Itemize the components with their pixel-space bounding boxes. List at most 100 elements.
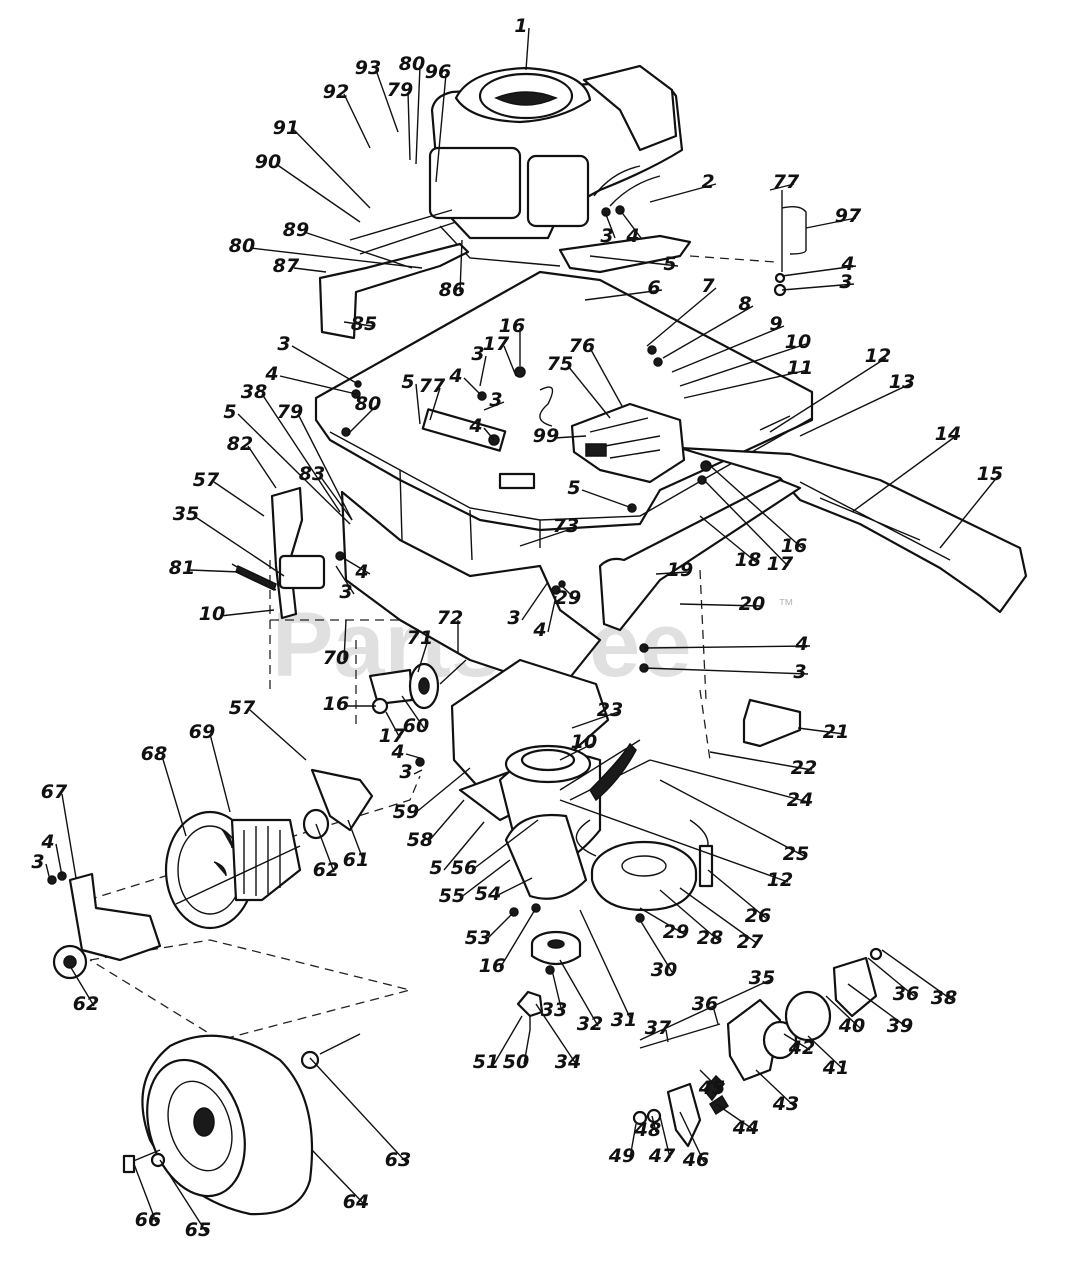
callout-leader (525, 27, 530, 71)
part-number-label: 85 (351, 313, 377, 335)
callout-leader (646, 287, 717, 347)
callout-leader (237, 413, 351, 525)
callout-leader (275, 163, 361, 223)
callout-leader (343, 321, 373, 327)
part-number-label: 60 (403, 715, 429, 737)
part-number-label: 4 (390, 741, 404, 763)
engine-bracket-87 (318, 242, 470, 340)
callout-leader (639, 979, 771, 1041)
callout-leader (825, 995, 861, 1029)
callout-leader (161, 755, 187, 837)
callout-leader (45, 863, 51, 881)
callout-leader (649, 183, 717, 203)
part-number-label: 4 (40, 831, 54, 853)
part-number-label: 48 (634, 1119, 661, 1141)
callout-leader (291, 345, 359, 385)
callout-leader (639, 907, 685, 935)
part-number-label: 37 (645, 1017, 672, 1039)
axle-bracket-67 (68, 872, 162, 962)
callout-leader (69, 965, 95, 1007)
callout-leader (495, 877, 533, 897)
callout-leader (867, 957, 915, 997)
part-number-label: 5 (223, 401, 236, 423)
part-number-label: 59 (393, 801, 419, 823)
part-number-label: 55 (439, 885, 465, 907)
part-number-label: 3 (507, 607, 520, 629)
part-number-label: 7 (701, 275, 715, 297)
callout-leader (709, 751, 813, 771)
part-number-label: 51 (473, 1051, 499, 1073)
part-number-label: 86 (439, 279, 465, 301)
callout-leader (659, 889, 719, 941)
part-number-label: 47 (648, 1145, 676, 1167)
part-number-label: 10 (571, 731, 597, 753)
part-number-label: 6 (647, 277, 660, 299)
callout-leader (655, 571, 689, 575)
callout-leader (247, 445, 277, 489)
callout-leader (679, 1111, 705, 1163)
part-number-label: 11 (787, 357, 813, 379)
callout-leader (319, 475, 353, 521)
part-number-label: 21 (823, 721, 849, 743)
part-number-label: 3 (839, 271, 852, 293)
part-number-label: 17 (379, 725, 406, 747)
callout-leader (435, 73, 447, 183)
part-number-label: 81 (169, 557, 195, 579)
callout-leader (405, 753, 421, 759)
part-number-label: 50 (503, 1051, 529, 1073)
callout-leader (797, 727, 845, 735)
callout-leader (519, 527, 575, 547)
spindle-34 (516, 990, 544, 1030)
part-number-label: 35 (749, 967, 775, 989)
callout-leader (553, 435, 587, 439)
part-number-label: 3 (793, 661, 806, 683)
callout-leader (309, 1057, 407, 1163)
part-number-label: 76 (569, 335, 595, 357)
callout-leader (769, 357, 887, 433)
part-number-label: 42 (788, 1037, 815, 1059)
callout-leader (571, 711, 619, 729)
part-number-label: 89 (283, 219, 309, 241)
part-number-label: 44 (732, 1117, 759, 1139)
rear-wheel-64 (122, 1033, 361, 1216)
part-number-label: 77 (773, 171, 800, 193)
part-number-label: 71 (407, 627, 433, 649)
part-number-label: 41 (822, 1057, 849, 1079)
part-number-label: 23 (597, 699, 623, 721)
part-number-label: 79 (277, 401, 303, 423)
part-number-label: 10 (785, 331, 811, 353)
part-number-label: 58 (407, 829, 433, 851)
callout-leader (521, 581, 549, 621)
part-number-label: 29 (555, 587, 581, 609)
callout-leader (413, 769, 423, 775)
callout-leader (347, 819, 365, 863)
idler-pulley-71 (368, 659, 467, 715)
part-number-label: 3 (339, 581, 352, 603)
part-number-label: 18 (735, 549, 761, 571)
callout-leader (459, 239, 463, 293)
callout-leader (209, 733, 231, 813)
part-number-label: 4 (448, 365, 462, 387)
callout-leader (567, 365, 611, 419)
callout-leader (335, 565, 355, 595)
callout-leader (643, 667, 809, 675)
part-number-label: 13 (889, 371, 915, 393)
part-number-label: 20 (739, 593, 765, 615)
callout-leader (463, 377, 483, 397)
part-number-label: 46 (682, 1149, 709, 1171)
callout-leader (799, 383, 911, 437)
callout-leader (939, 475, 999, 549)
callout-leader (629, 1123, 637, 1159)
callout-leader (417, 639, 429, 673)
part-number-label: 96 (425, 61, 451, 83)
part-number-label: 93 (355, 57, 381, 79)
brake-assembly-right (632, 947, 883, 1148)
part-number-label: 92 (323, 81, 349, 103)
callout-leader (851, 435, 957, 513)
part-number-label: 72 (437, 607, 463, 629)
callout-leader (415, 65, 421, 165)
callout-leader (133, 1163, 157, 1223)
part-number-label: 39 (887, 1015, 913, 1037)
callout-leader (707, 869, 767, 919)
